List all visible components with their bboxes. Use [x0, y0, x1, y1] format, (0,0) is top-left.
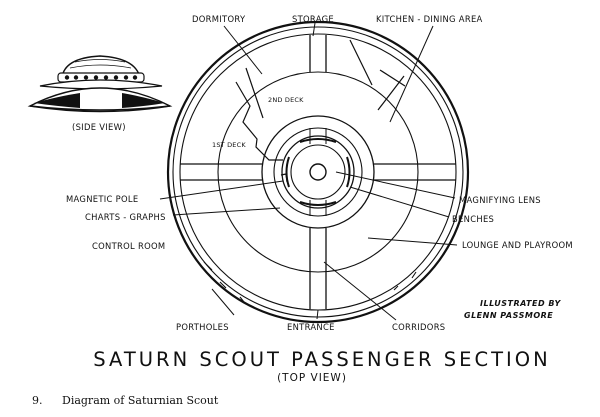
- label-storage: STORAGE: [292, 14, 334, 24]
- label-lounge-playroom: LOUNGE AND PLAYROOM: [462, 240, 573, 250]
- label-charts-graphs: CHARTS - GRAPHS: [85, 212, 166, 222]
- caption-text: Diagram of Saturnian Scout: [62, 394, 219, 407]
- label-benches: BENCHES: [452, 214, 494, 224]
- diagram-subtitle: (TOP VIEW): [277, 372, 347, 384]
- credit-line-2: GLENN PASSMORE: [464, 311, 553, 320]
- rim-portholes: [203, 261, 417, 303]
- diagram-title: SATURN SCOUT PASSENGER SECTION: [93, 348, 550, 371]
- credit-line-1: ILLUSTRATED BY: [480, 299, 562, 308]
- label-kitchen-dining: KITCHEN - DINING AREA: [376, 14, 483, 24]
- label-entrance: ENTRANCE: [287, 322, 335, 332]
- label-first-deck: 1ST DECK: [212, 141, 246, 149]
- caption-number: 9.: [32, 394, 43, 407]
- leader-lines: [159, 22, 458, 321]
- label-magnetic-pole: MAGNETIC POLE: [66, 194, 138, 204]
- label-dormitory: DORMITORY: [192, 14, 246, 24]
- label-portholes: PORTHOLES: [176, 322, 229, 332]
- label-magnifying-lens: MAGNIFYING LENS: [459, 195, 541, 205]
- side-view-illustration: [27, 55, 173, 113]
- label-corridors: CORRIDORS: [392, 322, 445, 332]
- label-control-room: CONTROL ROOM: [92, 241, 165, 251]
- label-second-deck: 2ND DECK: [268, 96, 304, 104]
- top-view-disc: [166, 20, 470, 324]
- side-view-label: (SIDE VIEW): [72, 122, 126, 132]
